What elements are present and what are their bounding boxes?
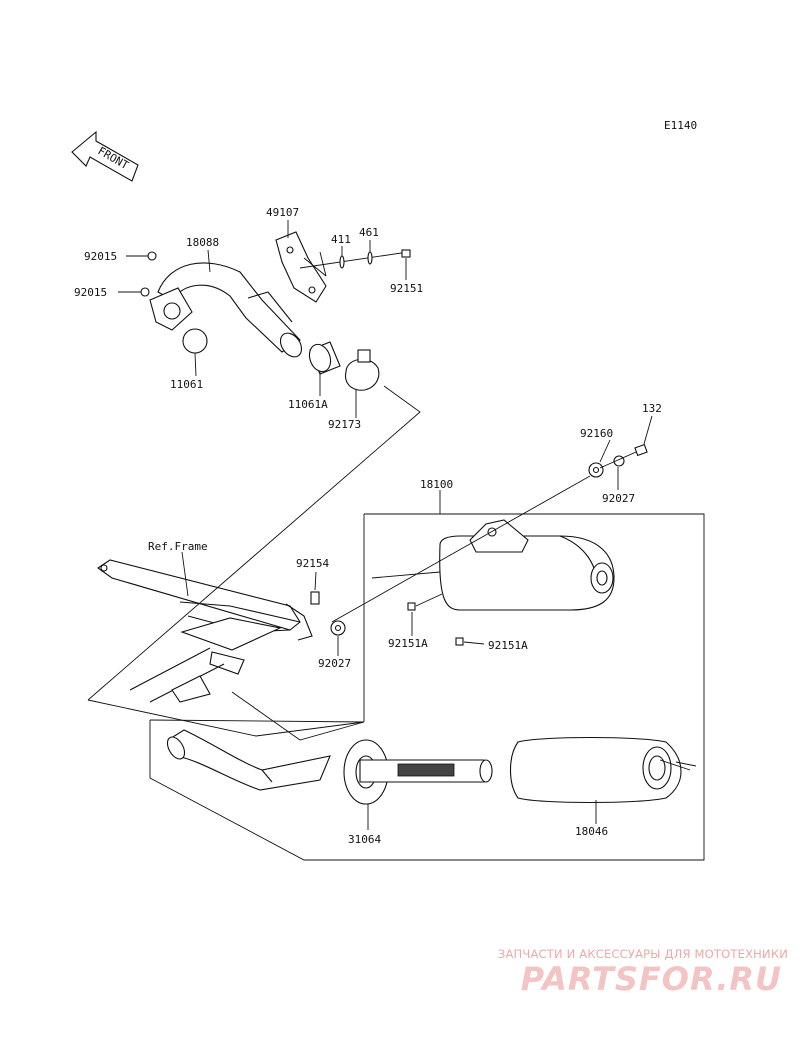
nut-92015-b [140, 287, 150, 297]
label-92027-b: 92027 [318, 657, 351, 670]
label-92173: 92173 [328, 418, 361, 431]
exhaust-pipe-assembly [166, 729, 331, 791]
label-92015-b: 92015 [74, 286, 107, 299]
nut-92015-a [147, 251, 157, 261]
label-92154: 92154 [296, 557, 329, 570]
ref-frame-label: Ref.Frame [148, 540, 208, 553]
label-31064: 31064 [348, 833, 381, 846]
bolt-axis-92151 [299, 251, 409, 269]
front-arrow-icon: FRONT [71, 130, 139, 182]
header-pipe [149, 262, 303, 358]
bolt-92154 [310, 591, 320, 605]
bolt-92151A-1 [407, 602, 416, 611]
mount-axis [331, 475, 591, 623]
watermark-tagline: ЗАПЧАСТИ И АКСЕССУАРЫ ДЛЯ МОТОТЕХНИКИ [497, 947, 788, 961]
label-11061: 11061 [170, 378, 203, 391]
bolt-92151 [401, 249, 411, 258]
label-461: 461 [359, 226, 379, 239]
label-92151A-2: 92151A [488, 639, 528, 652]
label-92027-a: 92027 [602, 492, 635, 505]
silencer-packing-18046 [509, 736, 682, 804]
spark-arrestor-31064 [343, 739, 493, 805]
bolt-92151A-2 [455, 637, 464, 646]
bolt-132 [634, 443, 648, 457]
frame [97, 559, 313, 703]
label-92015-a: 92015 [84, 250, 117, 263]
washer-461 [367, 251, 373, 265]
label-411: 411 [331, 233, 351, 246]
label-92151A-1: 92151A [388, 637, 428, 650]
clamp-92173 [344, 358, 380, 391]
bracket-49107 [275, 231, 327, 303]
label-92160: 92160 [580, 427, 613, 440]
label-132: 132 [642, 402, 662, 415]
muffler-box [149, 513, 705, 861]
label-18100: 18100 [420, 478, 453, 491]
watermark-logo: PARTSFOR.RU [520, 960, 782, 998]
label-11061A: 11061A [288, 398, 328, 411]
collar-411 [339, 255, 345, 269]
label-18046: 18046 [575, 825, 608, 838]
muffler-18100 [439, 519, 615, 611]
label-92151: 92151 [390, 282, 423, 295]
gasket-11061 [182, 328, 208, 354]
diagram-code: E1140 [664, 119, 697, 132]
label-18088: 18088 [186, 236, 219, 249]
label-49107: 49107 [266, 206, 299, 219]
